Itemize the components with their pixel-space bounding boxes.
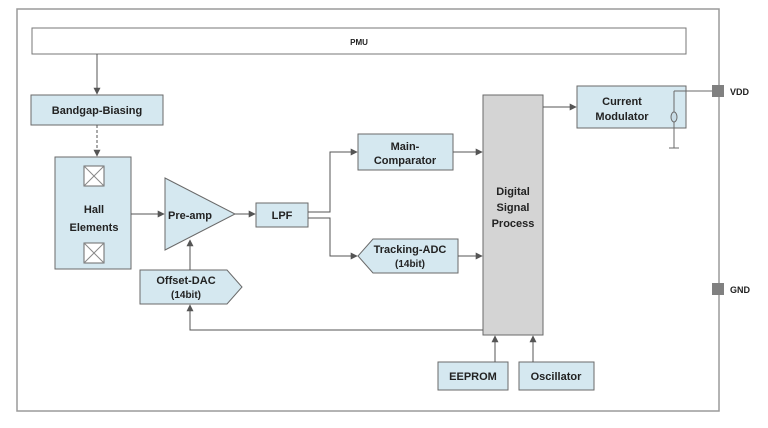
connections <box>93 54 577 362</box>
bandgap-block <box>30 94 164 126</box>
dsp-block <box>482 94 544 336</box>
gnd-label: GND <box>730 285 751 295</box>
pmu-block <box>31 27 687 55</box>
preamp-block <box>164 177 237 251</box>
eeprom-block <box>437 361 509 391</box>
dsp-label-line2: Signal <box>496 202 529 214</box>
gnd-pin <box>712 283 724 295</box>
vdd-pin <box>712 85 724 97</box>
hall-label-line2: Elements <box>70 222 119 234</box>
dsp-label-line3: Process <box>492 218 535 230</box>
current-modulator-label-line1: Current <box>602 96 642 108</box>
lpf-to-comparator-arrow <box>308 148 358 213</box>
hall-label-line1: Hall <box>84 204 104 216</box>
current-modulator-block <box>576 85 687 129</box>
offset-dac-label-line1: Offset-DAC <box>156 275 215 287</box>
current-modulator-label-line2: Modulator <box>595 111 649 123</box>
offset-dac-block <box>139 269 243 305</box>
preamp-label: Pre-amp <box>168 210 212 222</box>
main-comparator-block <box>357 133 454 171</box>
dsp-label-line1: Digital <box>496 186 530 198</box>
main-comparator-label-line2: Comparator <box>374 155 437 167</box>
lpf-block <box>255 202 309 228</box>
main-comparator-label-line1: Main- <box>391 141 420 153</box>
chip-outline <box>16 8 720 412</box>
oscillator-label: Oscillator <box>531 371 582 383</box>
tracking-adc-label-line1: Tracking-ADC <box>374 244 447 256</box>
vdd-label: VDD <box>730 87 750 97</box>
lpf-to-tracking-arrow <box>308 217 358 260</box>
eeprom-label: EEPROM <box>449 371 497 383</box>
offset-dac-label-line2: (14bit) <box>171 290 201 301</box>
bandgap-label: Bandgap-Biasing <box>52 105 142 117</box>
oscillator-block <box>518 361 595 391</box>
pmu-label: PMU <box>350 38 368 47</box>
dsp-to-offset-arrow <box>186 304 483 331</box>
tracking-adc-label-line2: (14bit) <box>395 259 425 270</box>
lpf-label: LPF <box>272 210 293 222</box>
current-source-icon <box>669 90 712 149</box>
